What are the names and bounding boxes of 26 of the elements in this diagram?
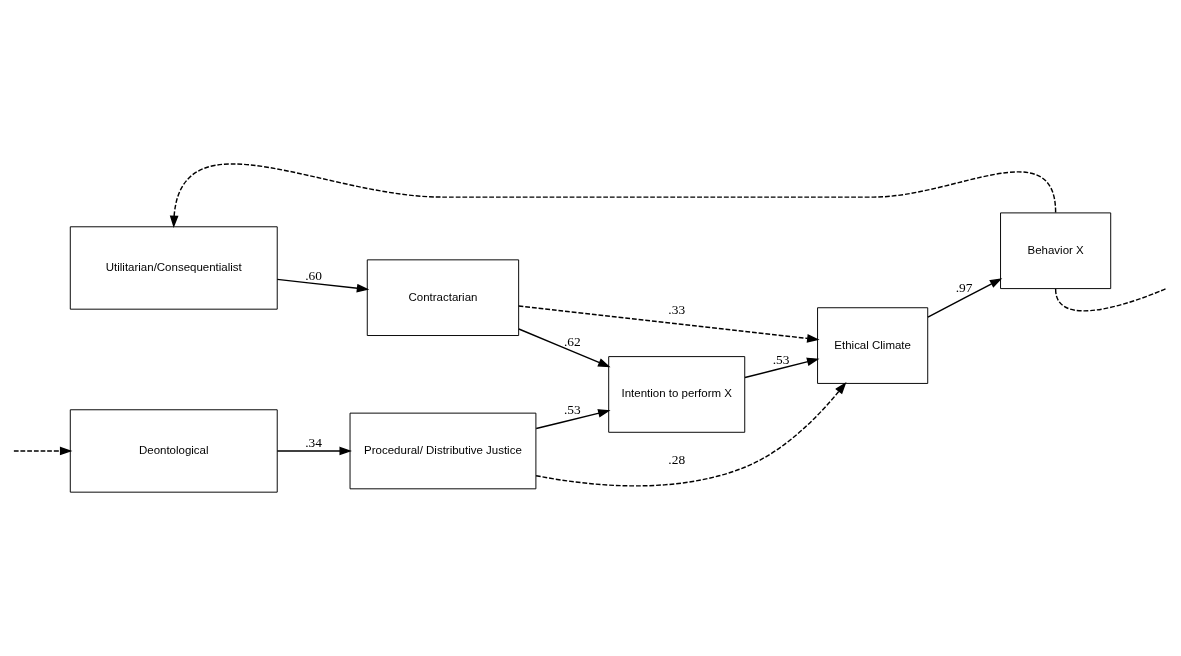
edge-label: .53 <box>563 401 581 417</box>
node-box: Procedural/ Distributive Justice <box>349 412 537 490</box>
arrow <box>276 446 352 456</box>
edge-label: .62 <box>563 333 581 349</box>
node-box: Intention to perform X <box>608 356 746 433</box>
arrow <box>13 446 73 456</box>
node-box: Utilitarian/Consequentialist <box>69 226 278 310</box>
edge-label: .97 <box>955 280 973 296</box>
arrow <box>518 328 611 368</box>
arrow <box>744 357 820 379</box>
edge-label: .34 <box>305 435 323 451</box>
arrow <box>535 381 847 487</box>
node-box: Contractarian <box>366 259 520 336</box>
edge-label: .60 <box>305 267 323 283</box>
edge-label: .28 <box>668 451 686 467</box>
arrow <box>535 409 611 430</box>
arrow <box>927 278 1003 318</box>
arrow <box>169 163 1057 228</box>
node-box: Deontological <box>69 409 278 493</box>
node-box: Behavior X <box>1000 212 1112 290</box>
node-box: Ethical Climate <box>817 307 929 384</box>
edge-label: .33 <box>668 302 686 318</box>
connector <box>1054 287 1168 312</box>
edge-label: .53 <box>772 351 790 367</box>
arrow <box>517 305 820 343</box>
arrow <box>276 278 370 293</box>
